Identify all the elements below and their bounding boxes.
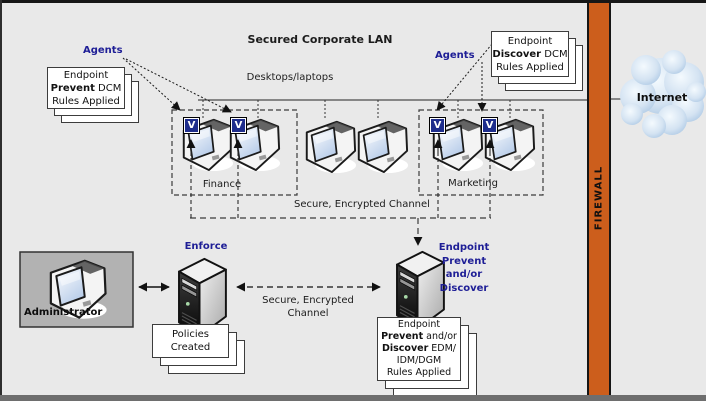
frame-top-border	[0, 0, 706, 3]
endpoint-server-label-line: Discover	[439, 282, 489, 294]
desktops-laptops-label: Desktops/laptops	[246, 72, 334, 83]
administrator-label: Administrator	[24, 307, 103, 318]
endpoint-server-label-line: Prevent	[441, 255, 487, 267]
marketing-label: Marketing	[448, 178, 498, 189]
endpoint-server-label-line: and/or	[445, 269, 483, 280]
desktop-computer-3-icon	[305, 120, 358, 175]
endpoint-server-label: Endpoint Prevent and/or Discover	[434, 241, 494, 295]
secure-channel-top-label: Secure, Encrypted Channel	[294, 199, 430, 210]
firewall-label: FIREWALL	[593, 165, 605, 230]
internet-label: Internet	[636, 91, 688, 104]
frame-left-border	[0, 0, 2, 401]
diagram-title: Secured Corporate LAN	[247, 33, 393, 46]
agents-left-label: Agents	[83, 45, 123, 56]
agent-badge-finance-2: V	[230, 117, 247, 134]
secure-channel-bottom-line2: Channel	[287, 308, 329, 319]
finance-label: Finance	[202, 179, 242, 190]
desktop-computer-4-icon	[357, 120, 410, 175]
agent-badge-finance-1: V	[183, 117, 200, 134]
agents-left-arrows	[122, 57, 232, 113]
agent-badge-marketing-2: V	[481, 117, 498, 134]
internet-cloud-icon	[620, 50, 706, 138]
agent-badge-marketing-1: V	[429, 117, 446, 134]
lan-drop-lines	[202, 100, 511, 120]
agent-channel-arrows	[186, 139, 495, 218]
frame-bottom-border	[0, 395, 706, 401]
finance-group-box	[171, 109, 298, 196]
lan-bus-line	[198, 98, 624, 101]
endpoint-server-label-line: Endpoint	[438, 242, 490, 253]
secure-channel-lines	[190, 217, 491, 246]
firewall-bar: FIREWALL	[587, 0, 611, 395]
secure-channel-bottom-line1: Secure, Encrypted	[262, 295, 354, 306]
agents-right-arrows	[436, 43, 493, 112]
enforce-label: Enforce	[184, 241, 228, 252]
secure-channel-bottom-label: Secure, Encrypted Channel	[262, 294, 354, 320]
agents-right-label: Agents	[435, 50, 475, 61]
